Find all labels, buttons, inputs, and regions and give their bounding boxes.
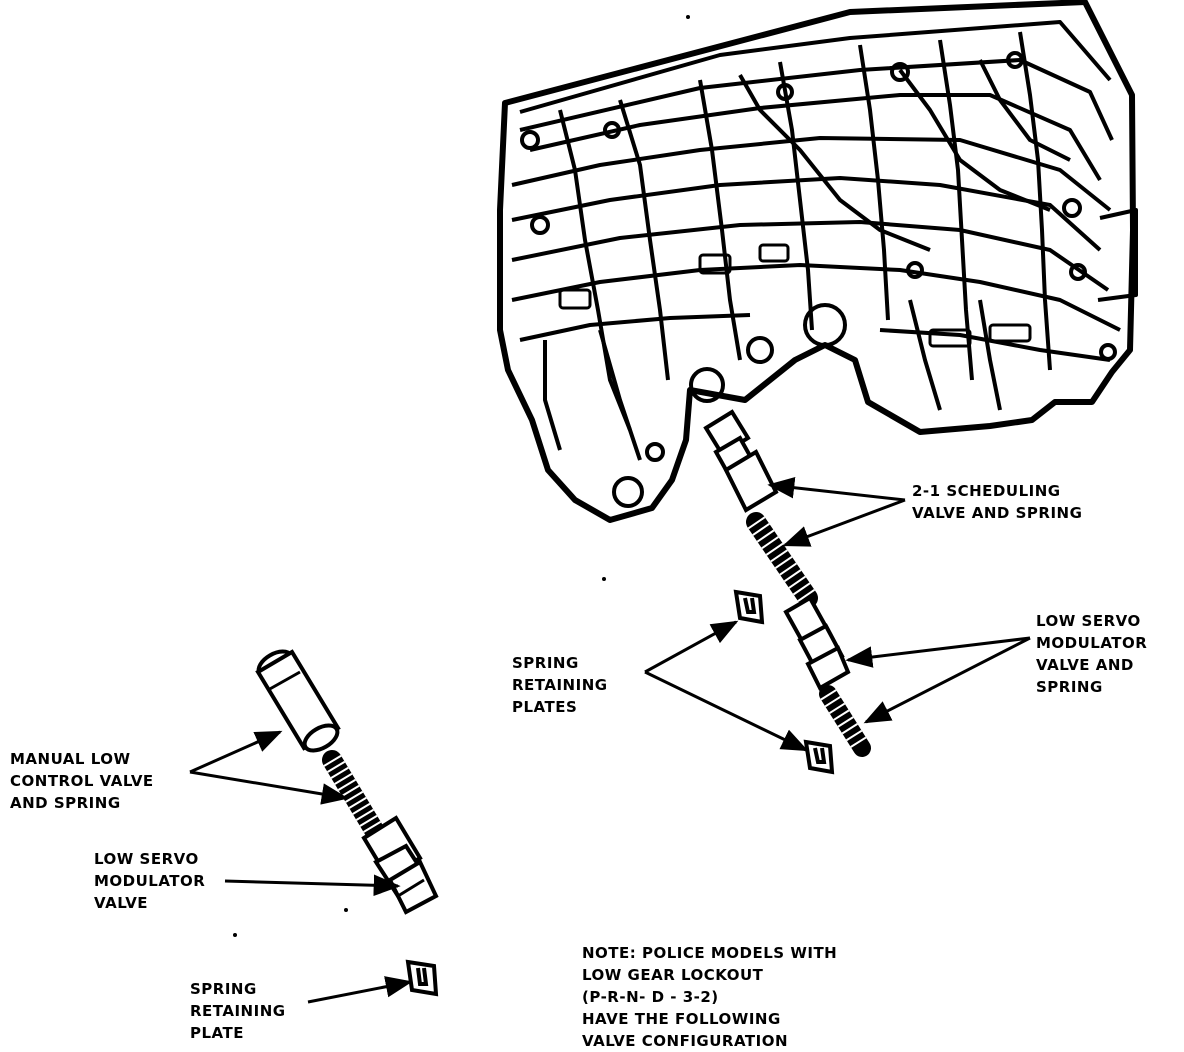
label-low-servo-left: LOW SERVO MODULATOR VALVE — [94, 850, 206, 912]
low-servo-modulator-valve-left — [361, 815, 439, 915]
scheduling-valve — [703, 409, 779, 513]
retaining-plate-upper — [733, 589, 765, 625]
note-police-models: NOTE: POLICE MODELS WITH LOW GEAR LOCKOU… — [582, 944, 838, 1050]
retaining-plate-left — [405, 959, 439, 997]
leader-lines — [189, 476, 1031, 1004]
retaining-plate-lower — [803, 739, 835, 775]
scan-specks — [233, 15, 690, 937]
label-scheduling-valve: 2-1 SCHEDULING VALVE AND SPRING — [912, 482, 1083, 522]
label-spring-retaining-plate: SPRING RETAINING PLATE — [190, 980, 286, 1042]
scheduling-spring — [746, 512, 818, 608]
label-low-servo-right: LOW SERVO MODULATOR VALVE AND SPRING — [1036, 612, 1148, 696]
valve-body-casting — [497, 0, 1138, 523]
label-manual-low-control: MANUAL LOW CONTROL VALVE AND SPRING — [10, 750, 154, 812]
label-spring-retaining-plates: SPRING RETAINING PLATES — [512, 654, 608, 716]
manual-low-spring — [322, 750, 384, 840]
manual-low-control-valve — [255, 649, 341, 753]
low-servo-spring-right — [819, 685, 871, 757]
low-servo-modulator-valve-right — [783, 595, 851, 691]
